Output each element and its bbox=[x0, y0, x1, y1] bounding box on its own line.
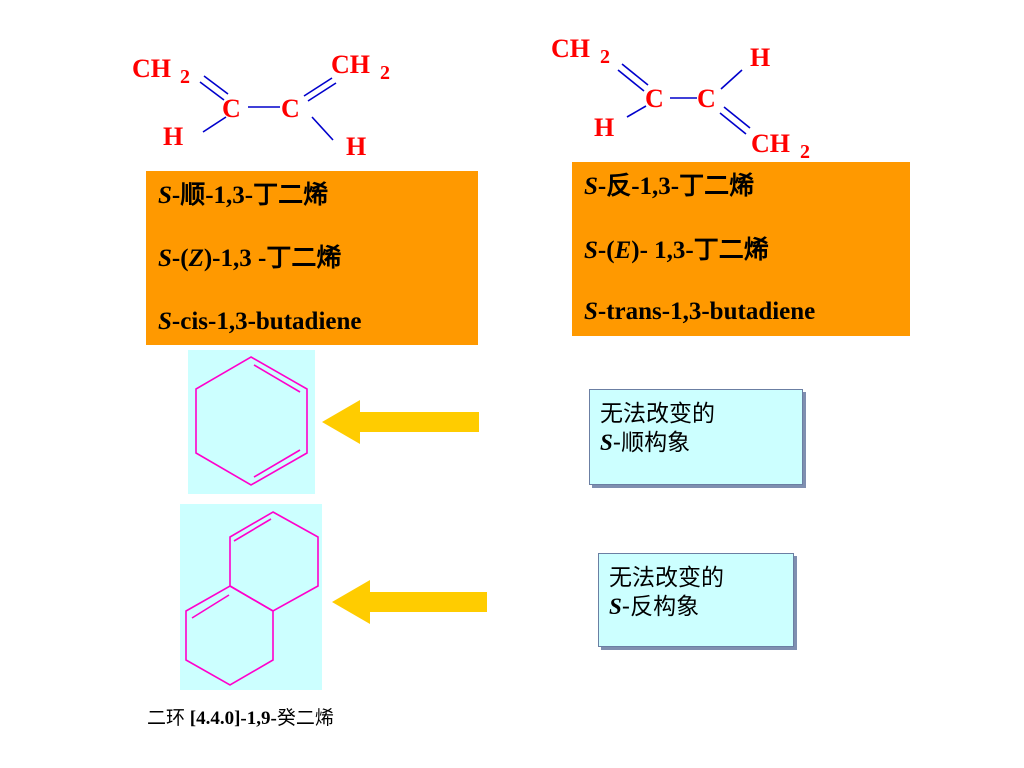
cis-ch2-right-sub: 2 bbox=[380, 62, 390, 84]
cis-ch2-left-sub: 2 bbox=[180, 66, 190, 88]
cis-h-right: H bbox=[346, 132, 366, 161]
trans-bond-h-top bbox=[720, 69, 743, 90]
cis-ch2-right: CH bbox=[331, 50, 370, 79]
cis-bond-double-left-a bbox=[203, 75, 229, 95]
trans-bond-double-top-a bbox=[621, 63, 649, 86]
cis-bond-double-right-a bbox=[303, 77, 333, 97]
cis-bond-h-right bbox=[311, 116, 334, 141]
trans-name-box: S-反-1,3-丁二烯 S-(E)- 1,3-丁二烯 S-trans-1,3-b… bbox=[572, 162, 910, 336]
trans-bond-double-top-b bbox=[617, 69, 645, 92]
trans-name-line2: S-(E)- 1,3-丁二烯 bbox=[584, 237, 769, 264]
arrow-to-cyclohexadiene bbox=[322, 400, 479, 444]
cis-c-left: C bbox=[222, 94, 241, 123]
cis-name-box: S-顺-1,3-丁二烯 S-(Z)-1,3 -丁二烯 S-cis-1,3-but… bbox=[146, 171, 478, 345]
cis-ch2-left: CH bbox=[132, 54, 171, 83]
trans-c-left: C bbox=[645, 84, 664, 113]
cis-bond-double-left-b bbox=[199, 81, 225, 101]
trans-ch2-top-sub: 2 bbox=[600, 46, 610, 68]
trans-bond-h-left bbox=[626, 105, 647, 118]
cis-name-line3: S-cis-1,3-butadiene bbox=[158, 308, 362, 335]
trans-c-right: C bbox=[697, 84, 716, 113]
bicyclic-caption: 二环 [4.4.0]-1,9-癸二烯 bbox=[147, 708, 334, 729]
trans-bond-double-bottom-b bbox=[719, 112, 747, 135]
cyclohexadiene-panel bbox=[188, 350, 315, 494]
bicyclodecadiene-panel bbox=[180, 504, 322, 690]
bicyclodecadiene-rings bbox=[185, 511, 319, 686]
cis-h-left: H bbox=[163, 122, 183, 151]
note-trans-conformation: 无法改变的 S-反构象 bbox=[598, 553, 794, 647]
trans-h-left: H bbox=[594, 113, 614, 142]
cis-name-line2: S-(Z)-1,3 -丁二烯 bbox=[158, 245, 342, 272]
trans-name-line3: S-trans-1,3-butadiene bbox=[584, 298, 816, 325]
trans-name-line1: S-反-1,3-丁二烯 bbox=[584, 173, 755, 200]
trans-ch2-bottom: CH bbox=[751, 129, 790, 158]
cis-c-right: C bbox=[281, 94, 300, 123]
trans-bond-double-bottom-a bbox=[723, 106, 751, 129]
cyclohexadiene-ring bbox=[195, 356, 308, 486]
trans-ch2-bottom-sub: 2 bbox=[800, 141, 810, 163]
trans-ch2-top: CH bbox=[551, 34, 590, 63]
trans-h-top: H bbox=[750, 43, 770, 72]
cis-bond-double-right-b bbox=[307, 82, 337, 102]
cis-name-line1: S-顺-1,3-丁二烯 bbox=[158, 182, 329, 209]
note-cis-conformation: 无法改变的 S-顺构象 bbox=[589, 389, 803, 485]
arrow-to-bicyclodecadiene bbox=[332, 580, 487, 624]
cis-bond-h-left bbox=[202, 116, 227, 133]
